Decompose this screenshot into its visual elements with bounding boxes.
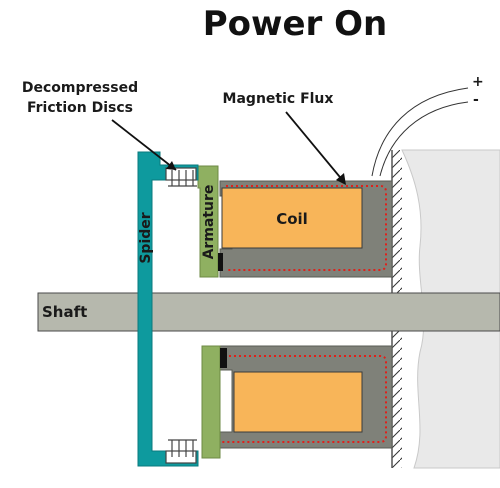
magnetic-flux-leader bbox=[285, 111, 345, 183]
friction-discs-arrowhead bbox=[166, 161, 176, 170]
upper-coil bbox=[221, 187, 363, 249]
upper-friction-discs bbox=[165, 167, 197, 187]
lower-contact-plate bbox=[220, 348, 227, 368]
friction-discs-leader bbox=[111, 119, 177, 171]
coil-label: Coil bbox=[276, 210, 308, 228]
friction-discs-label-line2: Friction Discs bbox=[27, 100, 133, 116]
upper-armature bbox=[197, 165, 219, 278]
diagram-title: Power On bbox=[202, 4, 388, 44]
spider-label: Spider bbox=[138, 212, 154, 263]
magnetic-flux-path-upper bbox=[226, 185, 387, 271]
plus-terminal-label: + bbox=[472, 74, 484, 90]
friction-discs-label-line1: Decompressed bbox=[22, 80, 138, 96]
magnetic-flux-label: Magnetic Flux bbox=[223, 91, 334, 107]
upper-contact-plate bbox=[218, 253, 223, 271]
lower-armature bbox=[201, 345, 221, 459]
minus-terminal-label: - bbox=[473, 92, 479, 108]
shaft-label: Shaft bbox=[42, 303, 87, 321]
lower-friction-discs bbox=[165, 439, 197, 464]
magnetic-flux-path-lower bbox=[214, 355, 387, 443]
lower-coil bbox=[233, 371, 363, 433]
power-wire-positive bbox=[371, 87, 469, 177]
spider bbox=[137, 151, 199, 467]
power-wire-negative bbox=[379, 101, 469, 177]
magnetic-flux-arrowhead bbox=[336, 173, 346, 185]
armature-label: Armature bbox=[201, 185, 217, 260]
shaft bbox=[37, 292, 500, 332]
